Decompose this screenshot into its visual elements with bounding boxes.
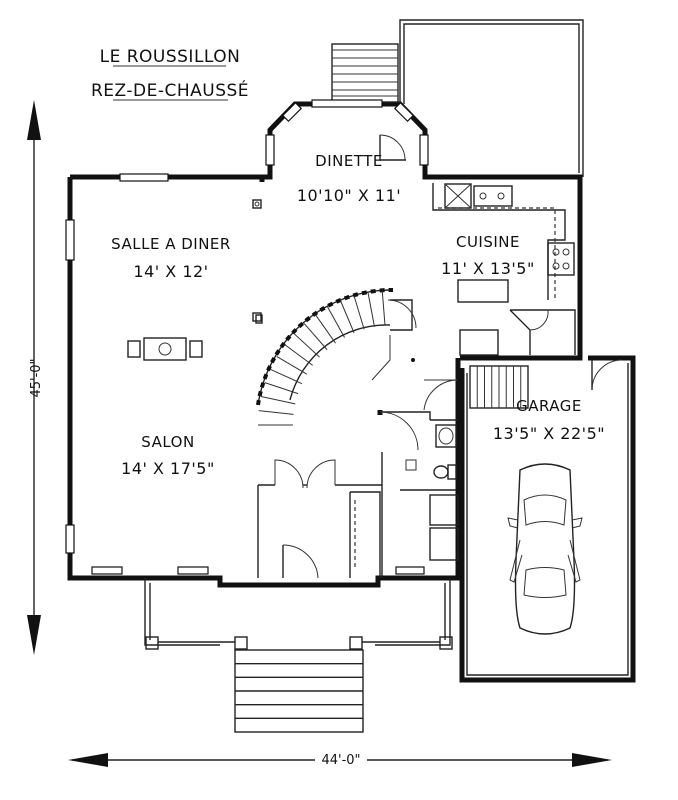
stair-tread (258, 410, 294, 415)
salon-label: SALON (141, 433, 194, 451)
interior-walls (257, 379, 459, 579)
dinette-door (379, 134, 406, 161)
rear-steps (331, 43, 399, 103)
width-label: 44'-0" (321, 753, 360, 768)
stair-tread (367, 292, 375, 327)
cuisine-label: CUISINE (456, 233, 520, 251)
salle-a-diner-dims: 14' X 12' (133, 262, 208, 281)
kitchen-counters (432, 183, 575, 303)
front-porch (144, 578, 453, 650)
exterior-walls (67, 101, 583, 588)
depth-label: 45'-0" (29, 358, 44, 397)
plan-title: LE ROUSSILLON (100, 47, 241, 67)
laundry-washer (429, 494, 459, 526)
width-dimension: 44'-0" (68, 752, 612, 768)
stair-tread (340, 300, 355, 334)
stair-tread (381, 290, 386, 326)
stair-tread (314, 314, 336, 344)
car-icon (507, 463, 583, 635)
stair-tread (276, 356, 308, 375)
powder-room-sink (435, 424, 457, 448)
curved-staircase (255, 287, 417, 426)
dinette-label: DINETTE (315, 152, 383, 170)
kitchen-sink (473, 185, 513, 207)
stair-tread (353, 295, 365, 330)
salon-dims: 14' X 17'5" (121, 459, 215, 478)
salle-a-diner-label: SALLE A DINER (111, 235, 231, 253)
stove (547, 242, 575, 276)
dishwasher (444, 183, 472, 209)
depth-dimension: 45'-0" (27, 100, 44, 655)
garage-dims: 13'5" X 22'5" (493, 424, 605, 443)
kitchen-island (457, 279, 509, 303)
stair-tread (269, 368, 303, 385)
garage-label: GARAGE (516, 397, 582, 415)
dinette-dims: 10'10" X 11' (297, 186, 401, 205)
stair-tread (303, 323, 328, 351)
stair-tread (284, 344, 314, 366)
stair-tread (327, 306, 345, 338)
front-steps (234, 649, 364, 733)
dining-table (127, 337, 203, 361)
rear-terrace (399, 19, 584, 177)
pantry (459, 309, 576, 356)
stair-tread (264, 382, 299, 395)
cuisine-dims: 11' X 13'5" (441, 259, 535, 278)
interior-posts (252, 199, 262, 322)
garage (459, 355, 636, 683)
toilet (433, 465, 449, 479)
plan-subtitle: REZ-DE-CHAUSSÉ (91, 79, 249, 101)
laundry-dryer (429, 527, 459, 561)
stair-tread (260, 395, 296, 405)
windows (65, 99, 429, 575)
stair-tread (293, 333, 320, 358)
